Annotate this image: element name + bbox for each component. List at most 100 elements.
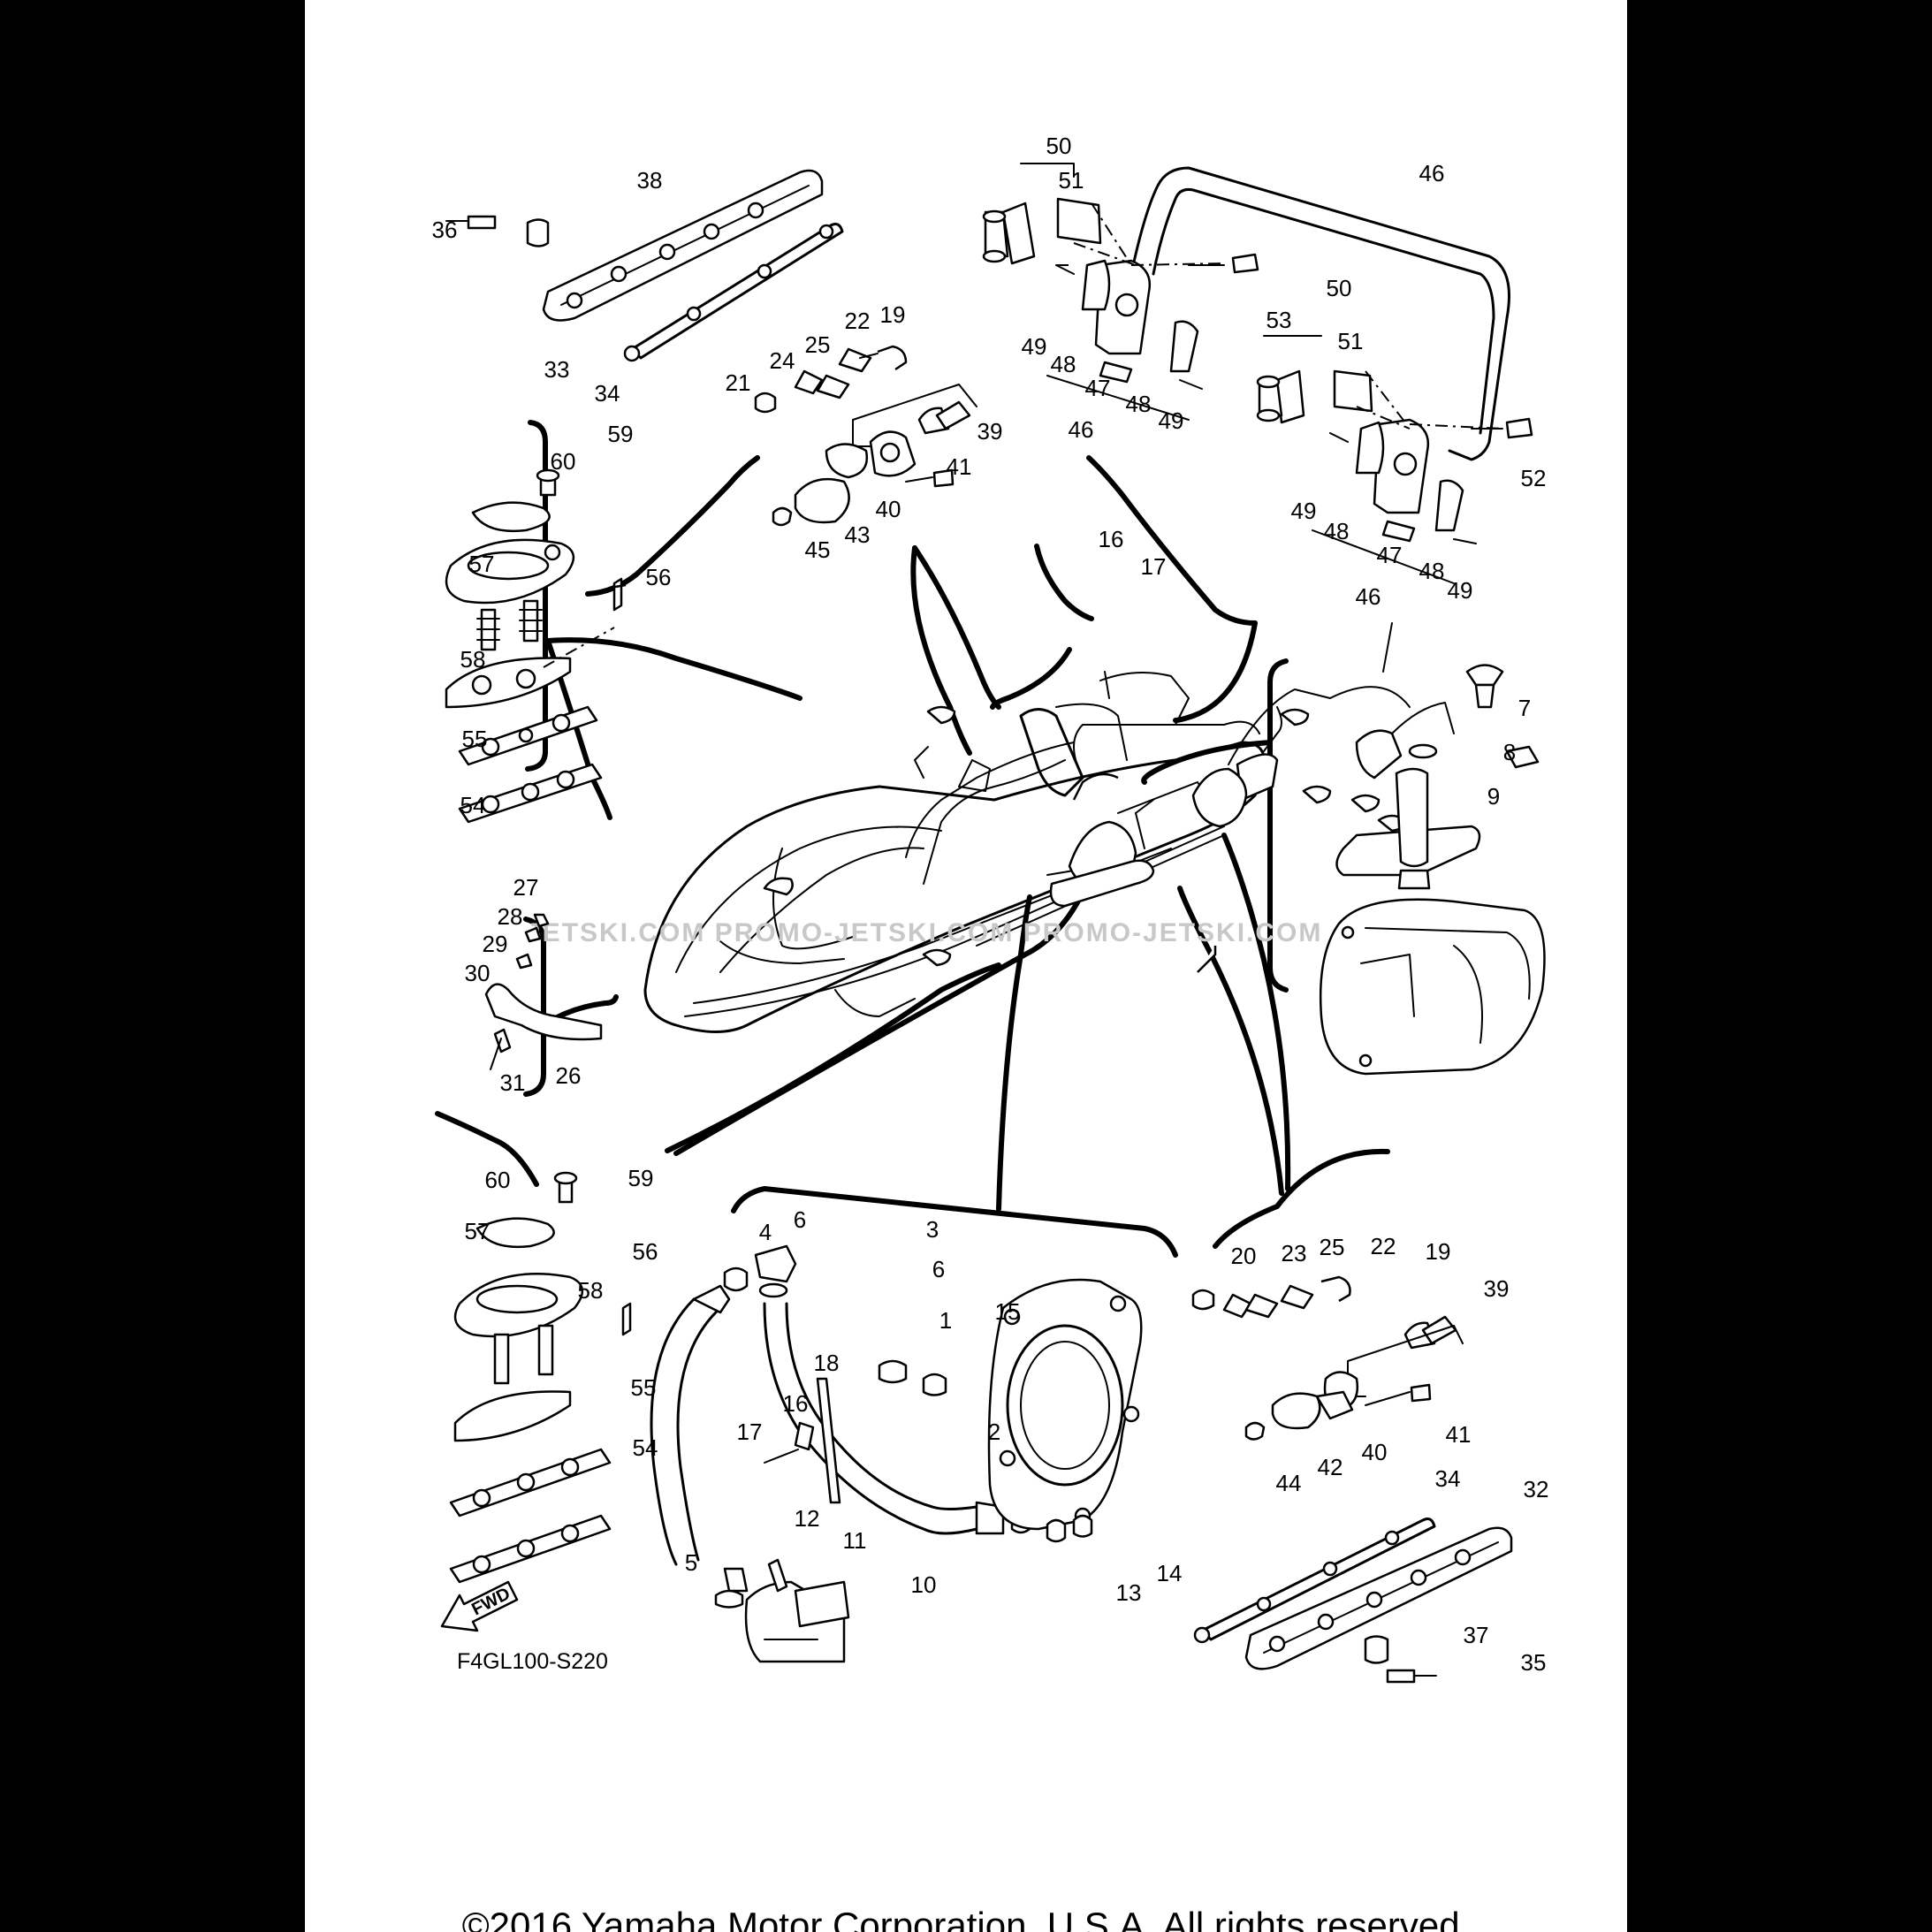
callout-50: 50 [1327,275,1352,301]
callout-27: 27 [513,874,539,901]
callout-49: 49 [1291,498,1317,524]
callout-46: 46 [1069,416,1094,443]
callout-18: 18 [814,1350,840,1376]
callout-56: 56 [646,564,672,590]
callout-17: 17 [1141,553,1167,580]
callout-12: 12 [795,1505,820,1532]
callout-10: 10 [911,1571,937,1598]
callout-44: 44 [1276,1470,1302,1496]
callout-53: 53 [1266,307,1292,333]
callout-41: 41 [947,453,972,480]
callout-20: 20 [1231,1243,1257,1269]
callout-3: 3 [926,1216,939,1243]
callout-49: 49 [1022,333,1047,360]
callout-35: 35 [1521,1649,1547,1676]
callout-17: 17 [737,1419,763,1445]
grab-handle-assembly [982,163,1533,584]
callout-48: 48 [1324,518,1350,544]
callout-45: 45 [805,536,831,563]
callout-57: 57 [469,551,495,577]
callout-16: 16 [1099,526,1124,552]
sponson-rail [1049,859,1155,908]
callout-31: 31 [500,1069,526,1096]
callout-6: 6 [932,1256,945,1282]
callout-7: 7 [1518,695,1531,721]
callout-29: 29 [483,931,508,957]
callout-38: 38 [637,167,663,194]
callout-46: 46 [1356,583,1381,610]
leader-lines [541,545,1291,1212]
callout-labels: 50 51 46 36 38 53 33 34 49 48 47 48 49 4… [432,133,1549,1676]
callout-54: 54 [633,1434,658,1461]
nozzle-assembly [1319,664,1546,1076]
callout-49: 49 [1448,577,1473,604]
callout-40: 40 [1362,1439,1388,1465]
callout-43: 43 [845,521,871,548]
callout-22: 22 [845,308,871,334]
callout-32: 32 [1524,1476,1549,1502]
callout-23: 23 [1282,1240,1307,1266]
callout-59: 59 [628,1165,654,1191]
callout-50: 50 [1046,133,1072,159]
fwd-label: FWD [468,1584,513,1619]
mounting-plate [922,1278,1143,1543]
callout-39: 39 [977,418,1003,445]
callout-25: 25 [1320,1234,1345,1260]
callout-16: 16 [783,1390,809,1417]
callout-58: 58 [578,1277,604,1304]
callout-52: 52 [1521,465,1547,491]
callout-30: 30 [465,960,491,986]
diagram-code: F4GL100-S220 [457,1649,608,1674]
callout-49: 49 [1159,407,1184,434]
hardware-group-top [754,345,977,527]
callout-39: 39 [1484,1275,1510,1302]
diagram-sheet: JETSKI.COM PROMO-JETSKI.COM PROMO-JETSKI… [305,0,1627,1932]
callout-28: 28 [498,903,523,930]
callout-25: 25 [805,331,831,358]
callout-1: 1 [939,1307,952,1334]
rail-assembly-top-left [445,169,844,362]
group-brackets [435,420,1390,1258]
callout-56: 56 [633,1238,658,1265]
callout-47: 47 [1377,542,1403,568]
callout-2: 2 [988,1419,1000,1445]
callout-41: 41 [1446,1421,1472,1448]
callout-8: 8 [1503,739,1516,765]
callout-57: 57 [465,1218,491,1244]
callout-42: 42 [1318,1454,1343,1480]
callout-55: 55 [631,1374,657,1401]
callout-9: 9 [1487,783,1500,810]
callout-54: 54 [460,792,486,818]
callout-48: 48 [1126,391,1152,417]
copyright-notice: ©2016 Yamaha Motor Corporation, U.S.A. A… [461,1905,1471,1932]
callout-47: 47 [1085,375,1111,401]
callout-60: 60 [485,1167,511,1193]
callout-6: 6 [794,1206,806,1233]
callout-37: 37 [1464,1622,1489,1648]
callout-59: 59 [608,421,634,447]
callout-4: 4 [759,1219,772,1245]
callout-13: 13 [1116,1579,1142,1606]
callout-60: 60 [551,448,576,475]
watermark-text: JETSKI.COM PROMO-JETSKI.COM PROMO-JETSKI… [526,918,1322,947]
callout-24: 24 [770,347,795,374]
callout-46: 46 [1419,160,1445,186]
handle-grip [1019,708,1084,797]
callout-19: 19 [1426,1238,1451,1265]
cleat-assembly-upper [445,468,627,824]
callout-33: 33 [544,356,570,383]
callout-55: 55 [462,726,488,752]
callout-26: 26 [556,1062,582,1089]
callout-21: 21 [726,369,751,396]
callout-51: 51 [1059,167,1084,194]
parts-diagram: JETSKI.COM PROMO-JETSKI.COM PROMO-JETSKI… [432,133,1549,1684]
hardware-group-bottom [1191,1275,1464,1441]
callout-40: 40 [876,496,901,522]
strap-assembly [484,913,603,1070]
cleat-assembly-lower [449,1171,632,1584]
rail-assembly-bottom-right [1193,1517,1513,1684]
callout-48: 48 [1051,351,1076,377]
callout-34: 34 [595,380,620,407]
callout-48: 48 [1419,558,1445,584]
callout-14: 14 [1157,1560,1183,1586]
